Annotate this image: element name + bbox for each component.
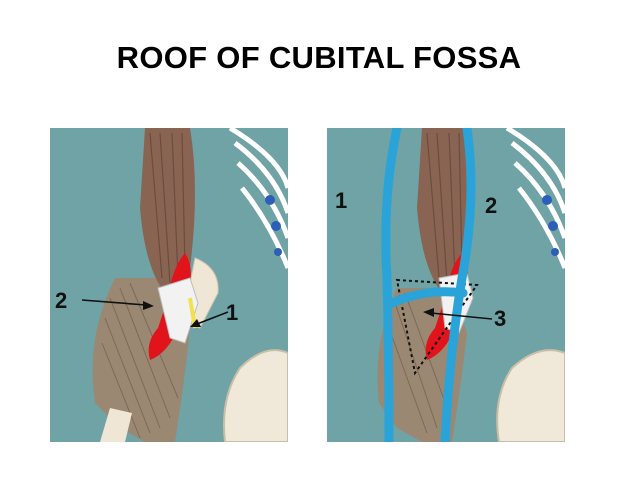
label-2: 2 [485,193,497,218]
label-1: 1 [335,188,347,213]
arrow-1 [196,311,229,325]
hip-bone [223,349,288,442]
label-1: 1 [226,300,238,325]
hip-bone [496,349,565,442]
label-2: 2 [55,288,67,313]
left-anatomy-figure: 2 1 [50,128,288,442]
right-anatomy-figure: 1 2 3 [327,128,565,442]
rib-vessels [542,195,559,256]
slide-title: ROOF OF CUBITAL FOSSA [116,40,522,75]
fossa-boundary [395,278,479,376]
biceps-muscle [417,128,472,294]
bicipital-aponeurosis [157,277,199,344]
arrow-2 [81,299,147,306]
rib-vessels [265,195,282,256]
arrow-3 [430,312,493,320]
forearm-bones [100,408,132,442]
superficial-veins [381,128,476,442]
biceps-muscle [140,128,195,294]
label-3: 3 [494,306,506,331]
